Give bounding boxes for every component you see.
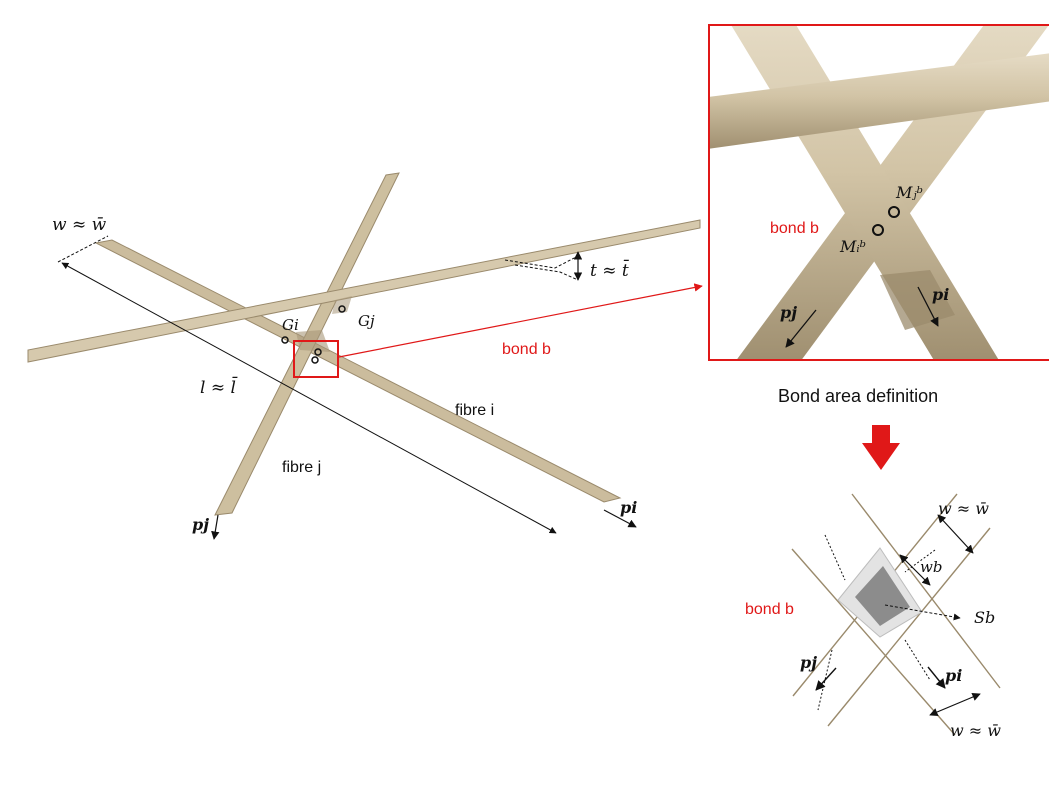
Gj-label: Gj <box>358 312 375 330</box>
leader-j-top <box>824 534 846 581</box>
inset-caption: Bond area definition <box>778 386 938 406</box>
fibre-j-label: fibre j <box>282 459 321 476</box>
wb-label: wb <box>920 558 942 576</box>
Mi-label: Mᵢᵇ <box>839 237 866 256</box>
pj-arrow-main <box>211 514 220 540</box>
w-label: w ≈ w̄ <box>52 215 107 235</box>
w-dim-line <box>57 235 109 263</box>
Sb-label: Sb <box>974 608 995 627</box>
schematic-bond-label: bond b <box>745 601 794 618</box>
pi-label-inset: pi <box>932 285 949 304</box>
pi-label-main: pi <box>620 498 637 517</box>
pj-label-main: pj <box>192 515 209 534</box>
pi-arrow-schematic <box>927 666 946 689</box>
inset-top-tube <box>709 53 1049 149</box>
bond-label-main: bond b <box>502 341 551 358</box>
zoom-inset: bond b Mᵢᵇ Mⱼᵇ pi pj <box>708 24 1049 361</box>
inset-crossing-shadow <box>880 270 955 330</box>
dimension-lines <box>57 235 637 540</box>
t-dim-leader-2 <box>514 264 579 281</box>
t-dim-leader <box>504 255 579 269</box>
pi-arrow-main <box>603 509 637 528</box>
fibre-i <box>94 239 622 503</box>
bond-schematic: bond b w ≈ w̄ wb Sb pi pj w ≈ w̄ <box>745 493 1001 740</box>
Mj-marker <box>888 206 900 218</box>
bond-marker-2 <box>311 356 319 364</box>
inset-frame <box>708 24 1049 361</box>
fibre-i-label: fibre i <box>455 402 494 419</box>
Mj-label: Mⱼᵇ <box>895 183 923 202</box>
pj-arrow-inset <box>785 309 817 348</box>
fibre-i-edge-2 <box>851 493 1001 689</box>
Gi-label: Gi <box>282 316 299 334</box>
leader-i-bottom <box>904 639 931 681</box>
l-label: l ≈ l̄ <box>200 375 238 398</box>
Sb-leader <box>884 604 961 621</box>
w-top-dim <box>937 514 974 554</box>
pi-arrow-inset <box>917 286 939 327</box>
fibre-j-edge-2 <box>827 527 991 727</box>
down-arrow <box>862 425 900 470</box>
l-dim-arrow <box>61 262 557 534</box>
fibre-network <box>27 172 701 516</box>
w-bottom-dim <box>929 693 981 716</box>
w-top-label: w ≈ w̄ <box>938 499 989 518</box>
pi-label-schematic: pi <box>945 666 962 685</box>
pj-arrow-schematic <box>815 667 837 691</box>
pj-label-inset: pj <box>780 303 797 322</box>
inset-bond-label: bond b <box>770 220 819 237</box>
bond-core <box>855 566 910 626</box>
t-label: t ≈ t̄ <box>590 258 629 281</box>
fibre-i-edge-1 <box>791 548 956 736</box>
Mi-marker <box>872 224 884 236</box>
w-bottom-label: w ≈ w̄ <box>950 721 1001 740</box>
pj-label-schematic: pj <box>800 653 817 672</box>
wb-dim <box>899 554 931 586</box>
